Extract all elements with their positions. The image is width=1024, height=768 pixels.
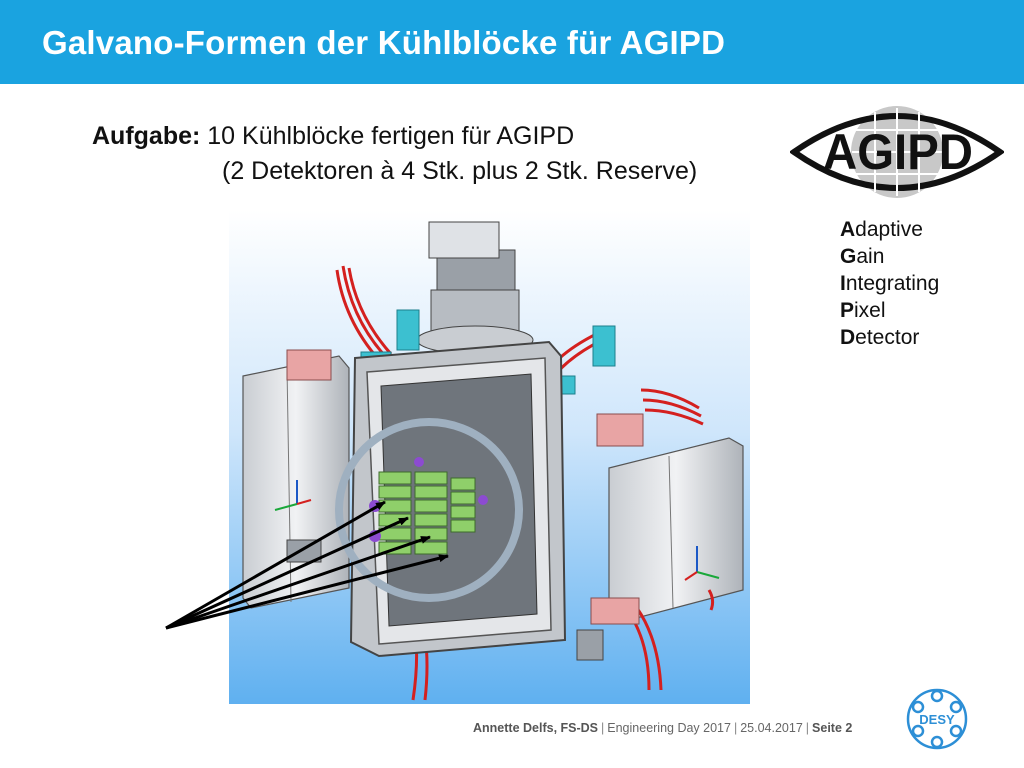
desy-logo-text: DESY: [919, 712, 955, 727]
footer-author: Annette Delfs, FS-DS: [473, 721, 599, 735]
slide-title: Galvano-Formen der Kühlblöcke für AGIPD: [42, 24, 726, 61]
task-text: Aufgabe: 10 Kühlblöcke fertigen für AGIP…: [92, 118, 697, 188]
title-bar: Galvano-Formen der Kühlblöcke für AGIPD: [0, 0, 1024, 84]
acronym-item: Adaptive: [840, 218, 923, 241]
footer-event: Engineering Day 2017: [607, 721, 731, 735]
logo-text: AGIPD: [823, 124, 973, 180]
acronym-item: Detector: [840, 326, 920, 349]
task-line-1-text: 10 Kühlblöcke fertigen für AGIPD: [207, 122, 575, 150]
footer-date: 25.04.2017: [740, 721, 803, 735]
detector-cad-render: [229, 210, 750, 704]
top-motor: [416, 221, 534, 355]
pink-clamps: [286, 349, 644, 625]
task-line-1: Aufgabe: 10 Kühlblöcke fertigen für AGIP…: [92, 118, 697, 154]
agipd-logo: AGIPD: [790, 106, 1004, 198]
logo-eye-outline: [790, 113, 1004, 191]
acronym-item: Integrating: [840, 272, 940, 295]
axis-glyph-right: [684, 546, 720, 581]
acronym-item: Gain: [840, 245, 885, 268]
task-line-2: (2 Detektoren à 4 Stk. plus 2 Stk. Reser…: [222, 157, 698, 185]
desy-logo: DESY: [906, 688, 968, 750]
footer-page: Seite 2: [812, 721, 853, 735]
footer: Annette Delfs, FS-DS|Engineering Day 201…: [473, 721, 853, 735]
right-side-box: [608, 437, 744, 623]
acronym-item: Pixel: [840, 299, 886, 322]
task-label: Aufgabe:: [92, 122, 201, 150]
acronym-list: Adaptive Gain Integrating Pixel Detector: [840, 216, 939, 351]
desy-logo-nodes: [911, 689, 963, 749]
logo-grid: [852, 108, 942, 196]
